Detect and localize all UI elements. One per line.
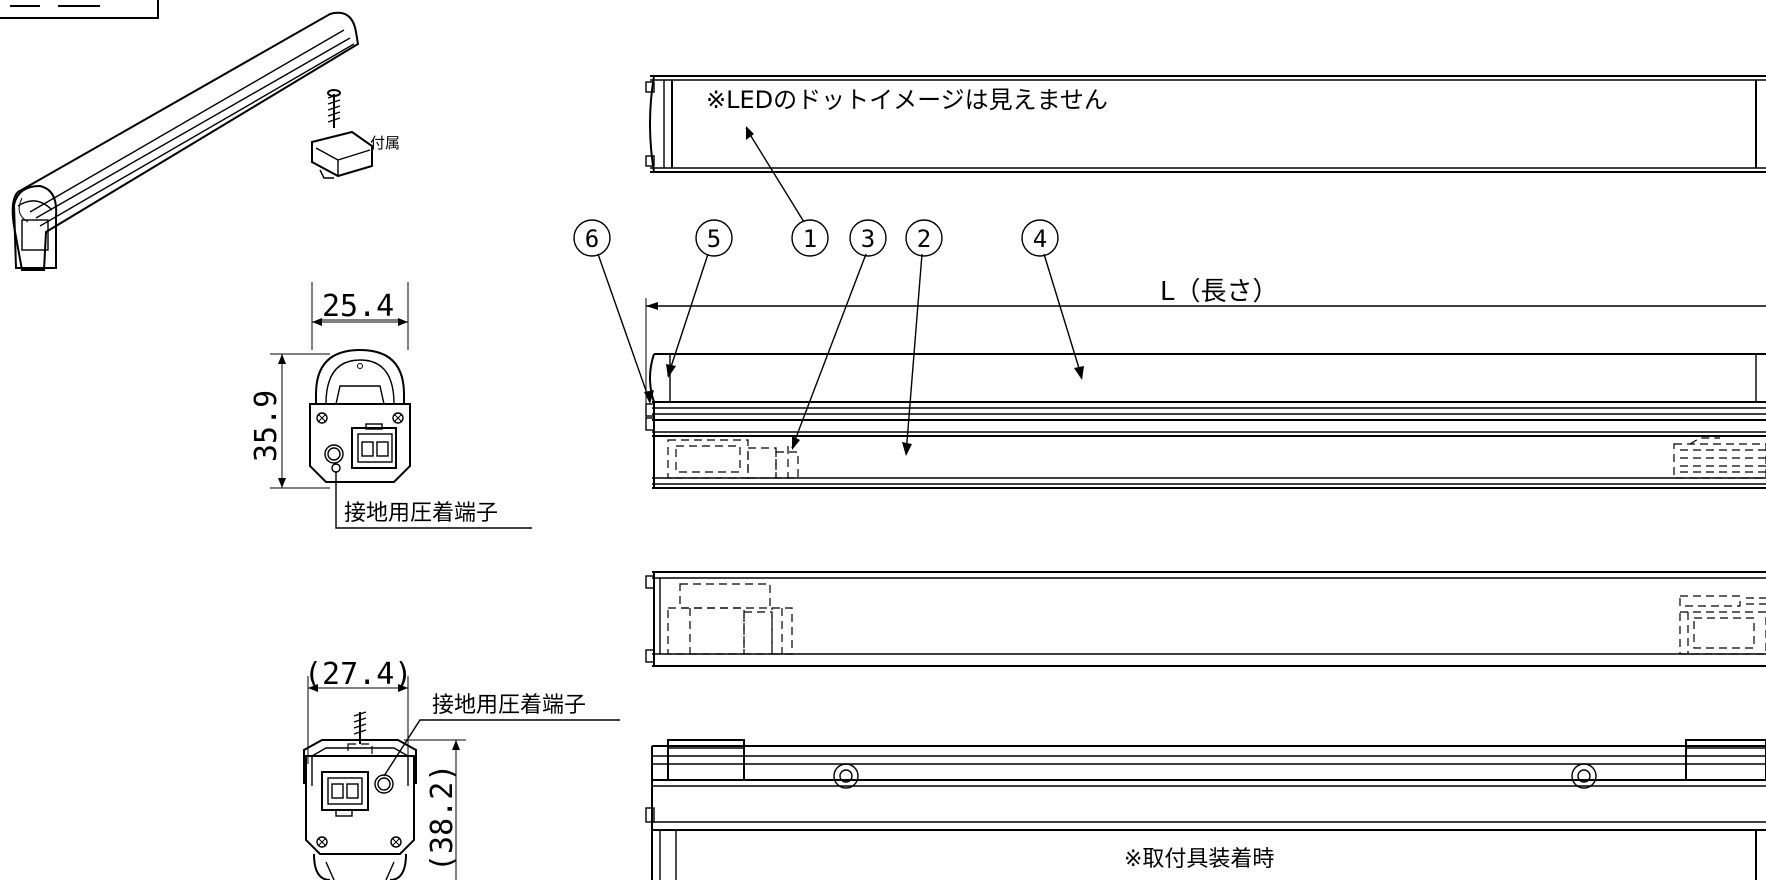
side-view — [645, 353, 1766, 489]
callout-2-label: 2 — [917, 225, 931, 253]
dimension-width-top: 25.4 — [322, 289, 394, 324]
dimension-height-bottom: (38.2) — [425, 764, 460, 872]
accessory-clip-icon — [311, 89, 373, 179]
length-label: L（長さ） — [1160, 277, 1279, 307]
callout-5-label: 5 — [707, 225, 721, 253]
dimension-height-top: 35.9 — [249, 390, 284, 462]
callout-1: 1 — [791, 219, 829, 257]
length-dimension — [645, 298, 1766, 420]
callout-1-label: 1 — [803, 225, 817, 253]
callout-4: 4 — [1021, 219, 1059, 257]
ground-terminal-label-bottom: 接地用圧着端子 — [432, 693, 586, 718]
callout-3-label: 3 — [861, 225, 875, 253]
end-view-top — [270, 282, 532, 529]
led-note: ※LEDのドットイメージは見えません — [706, 86, 1108, 114]
callout-5: 5 — [695, 219, 733, 257]
callout-leaders — [597, 253, 1084, 456]
leader-1 — [745, 126, 805, 223]
accessory-label: 付属 — [370, 134, 400, 152]
dimension-width-bottom: (27.4) — [304, 657, 412, 692]
title-box — [0, 0, 159, 19]
callout-6: 6 — [573, 219, 611, 257]
isometric-fixture-view — [11, 11, 360, 271]
callout-3: 3 — [849, 219, 887, 257]
mounted-view — [645, 739, 1766, 880]
ground-terminal-label-top: 接地用圧着端子 — [344, 501, 498, 526]
callout-6-label: 6 — [585, 225, 599, 253]
callout-4-label: 4 — [1033, 225, 1047, 253]
plan-view-top — [645, 75, 1766, 173]
callout-2: 2 — [905, 219, 943, 257]
bottom-view — [645, 571, 1766, 667]
mounted-note: ※取付具装着時 — [1124, 847, 1274, 872]
